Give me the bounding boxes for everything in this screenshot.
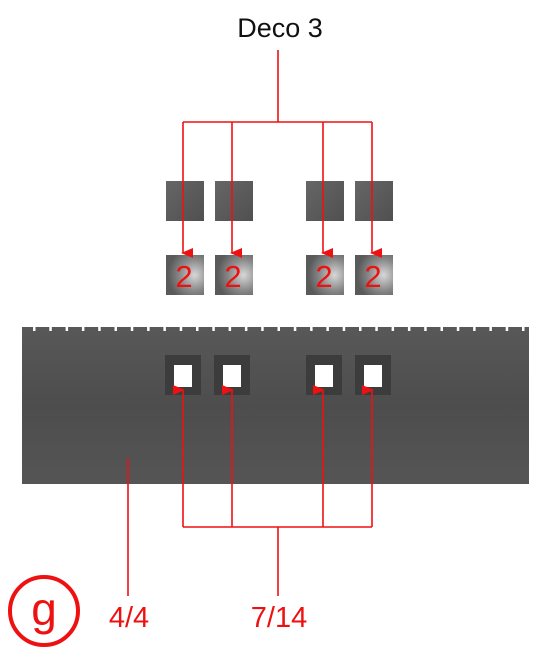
lower-arrows [173,385,374,527]
board-notch [49,325,52,331]
board-window-1 [165,355,201,395]
board-window-3 [306,355,342,395]
upper-arrows [181,122,382,258]
board [22,325,529,484]
callout-left: 4/4 [109,602,149,634]
board-notch [65,325,69,331]
board-notch [505,325,509,331]
board-notch [456,325,460,331]
top-bracket [183,50,372,123]
lower-tile-3 [306,255,344,295]
upper-tiles [166,181,393,221]
top-label: Deco 3 [237,13,323,43]
board-notch [261,325,264,331]
board-notch [212,325,215,331]
board-notch [342,325,346,331]
board-notch [375,325,378,331]
board-notch [228,325,232,331]
board-notch [114,325,117,331]
board-notch [33,325,36,331]
board-notch [326,325,329,331]
tile-label-2: 2 [224,259,241,294]
upper-tile-1 [166,181,204,221]
board-window-2 [214,355,250,395]
board-notch [130,325,134,331]
board-teeth [33,325,525,331]
panel-label: g [31,583,57,635]
lower-tile-1 [166,255,204,295]
panel-label-badge: g [8,575,80,647]
board-notch [98,325,101,331]
upper-tile-2 [215,181,253,221]
board-notch [391,325,395,331]
bottom-bracket [127,458,372,596]
board-notch [489,325,492,331]
panel-label-circle [8,575,80,647]
board-notch [359,325,362,331]
board-notch [147,325,150,331]
upper-tile-3 [306,181,344,221]
board-notch [244,325,248,331]
lower-tile-4 [355,255,393,295]
callout-right: 7/14 [251,602,307,634]
tile-label-3: 2 [315,259,332,294]
board-notch [196,325,199,331]
board-body [22,327,529,484]
lower-tile-2 [215,255,253,295]
upper-tile-4 [355,181,393,221]
tile-label-4: 2 [364,259,381,294]
board-notch [424,325,427,331]
board-notch [440,325,443,331]
board-notch [81,325,85,331]
lower-tiles [166,255,393,295]
board-notch [179,325,183,331]
board-notch [277,325,280,331]
board-notch [522,325,525,331]
tile-label-1: 2 [175,259,192,294]
board-notch [473,325,476,331]
board-notch [163,325,166,331]
board-window-4 [355,355,391,395]
board-notch [310,325,313,331]
board-notch [293,325,297,331]
board-notch [407,325,411,331]
tile-labels: 2 2 2 2 [175,259,381,294]
